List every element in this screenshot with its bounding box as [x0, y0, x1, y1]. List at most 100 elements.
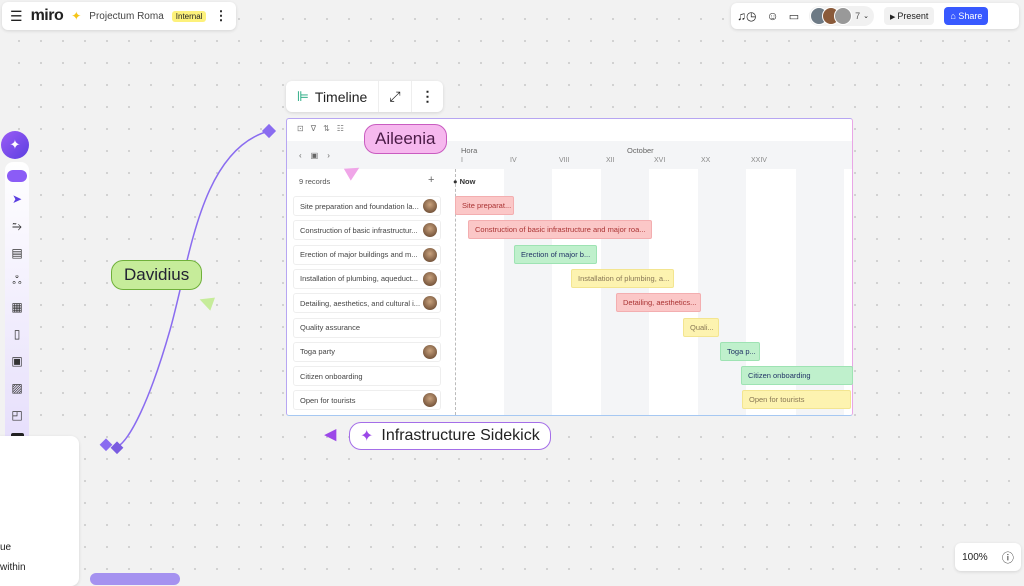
record-row[interactable]: Construction of basic infrastructur...: [293, 220, 441, 241]
column-label: XX: [701, 157, 711, 164]
record-label: Installation of plumbing, aqueduct...: [300, 274, 418, 284]
present-label: Present: [897, 11, 929, 21]
more-icon[interactable]: ⋮: [214, 8, 228, 23]
share-label: Share: [958, 11, 983, 21]
more-icon[interactable]: ⋮: [411, 81, 443, 112]
collab-toolbar: ♫◷ ☺ ▭ 7⌄ ▶ Present ⌂ Share: [731, 3, 1019, 29]
miro-logo[interactable]: miro: [30, 7, 64, 24]
share-button[interactable]: ⌂ Share: [944, 7, 989, 25]
card-icon[interactable]: ▯: [13, 327, 21, 341]
record-label: Citizen onboarding: [300, 371, 363, 381]
present-button[interactable]: ▶ Present: [884, 7, 935, 25]
video-icon[interactable]: ▭: [788, 10, 800, 23]
share-icon: ⌂: [950, 11, 959, 21]
assignee-avatar: [423, 271, 437, 286]
timeline-title: Timeline: [314, 88, 368, 105]
assignee-avatar: [423, 393, 437, 408]
cursor-label-davidius: Davidius: [111, 260, 203, 290]
record-row[interactable]: Installation of plumbing, aqueduct...: [293, 268, 441, 289]
chevron-down-icon: ⌄: [863, 13, 870, 20]
timeline-header: ⊫Timeline ⤢ ⋮: [286, 81, 443, 112]
sidekick-name: Infrastructure Sidekick: [381, 427, 540, 444]
timeline-bar[interactable]: Quali...: [683, 317, 719, 337]
help-icon[interactable]: ⓘ: [1001, 550, 1014, 565]
assignee-avatar: [423, 199, 437, 213]
zoom-control: 100% ⓘ: [955, 543, 1021, 571]
record-label: Erection of major buildings and m...: [300, 250, 418, 260]
now-label: Now: [459, 177, 476, 186]
record-row[interactable]: Erection of major buildings and m...: [293, 244, 441, 265]
side-panel-text: within: [0, 562, 26, 573]
prev-icon[interactable]: ‹: [299, 151, 302, 160]
ai-toggle[interactable]: [7, 170, 27, 182]
sparkle-icon: ✦: [360, 428, 374, 445]
timeline-bar[interactable]: Erection of major b...: [514, 244, 597, 264]
column-label: XVI: [654, 157, 666, 164]
connector-handle: [261, 123, 277, 139]
connector-icon[interactable]: ⥲: [12, 219, 22, 233]
month-label: Hora: [461, 146, 478, 155]
cursor-label-aileenia: Aileenia: [364, 124, 447, 154]
reactions-icon[interactable]: ♫◷: [737, 9, 757, 23]
timeline-bar[interactable]: Installation of plumbing, a...: [571, 268, 674, 288]
expand-icon[interactable]: ⤢: [378, 81, 411, 112]
filter-icon[interactable]: ∇: [310, 124, 317, 133]
record-row[interactable]: Citizen onboarding: [293, 366, 441, 387]
records-count: 9 records: [299, 177, 331, 186]
record-row[interactable]: Detailing, aesthetics, and cultural i...: [293, 293, 441, 314]
record-row[interactable]: Quality assurance: [293, 317, 441, 338]
now-dot-icon: ●: [453, 177, 458, 186]
sticky-note-icon[interactable]: ◰: [11, 408, 23, 422]
timeline-bar[interactable]: Detailing, aesthetics...: [616, 293, 701, 313]
view-icon[interactable]: ⊡: [297, 124, 304, 133]
timeline-bar[interactable]: Toga p...: [720, 341, 760, 361]
internal-badge[interactable]: Internal: [171, 10, 207, 22]
timeline-title-box[interactable]: ⊫Timeline: [286, 81, 378, 112]
sort-icon[interactable]: ⇅: [323, 124, 330, 133]
frame-icon[interactable]: ▣: [11, 354, 23, 368]
column-label: VIII: [559, 157, 570, 164]
board-name[interactable]: Projectum Roma: [89, 10, 164, 22]
column-label: XII: [606, 157, 615, 164]
now-line: [455, 169, 456, 415]
record-row[interactable]: Open for tourists: [293, 390, 441, 411]
record-label: Detailing, aesthetics, and cultural i...: [300, 298, 421, 308]
table-icon[interactable]: ▦: [11, 300, 23, 314]
zoom-level[interactable]: 100%: [962, 551, 988, 563]
select-icon[interactable]: ➤: [11, 192, 23, 206]
assignee-avatar: [423, 296, 437, 311]
record-label: Construction of basic infrastructur...: [300, 225, 418, 235]
group-icon[interactable]: ☷: [336, 124, 344, 133]
avatar: [834, 7, 853, 25]
cursor-label-sidekick: ✦ Infrastructure Sidekick: [349, 422, 551, 450]
month-label: October: [627, 146, 654, 155]
connector-handle: [99, 438, 113, 452]
assignee-avatar: [423, 247, 437, 262]
board-header: ☰ miro ✦ Projectum Roma Internal ⋮: [2, 2, 236, 30]
collaborators[interactable]: 7⌄: [809, 6, 875, 26]
calendar-icon[interactable]: ▣: [310, 151, 319, 160]
board-star-icon: ✦: [71, 9, 82, 23]
side-panel-text: ue: [0, 542, 12, 553]
record-label: Toga party: [300, 347, 336, 357]
doc-icon[interactable]: ▤: [11, 246, 23, 260]
assignee-avatar: [423, 344, 437, 359]
next-icon[interactable]: ›: [327, 151, 330, 160]
timeline-widget: ⊡∇⇅☷ ‹▣› 9 records + Hora October ● Now …: [286, 118, 853, 416]
timeline-bar[interactable]: Citizen onboarding: [741, 366, 853, 386]
add-record-icon[interactable]: +: [428, 174, 435, 186]
record-row[interactable]: Site preparation and foundation la...: [293, 196, 441, 216]
record-row[interactable]: Toga party: [293, 341, 441, 362]
timeline-bar[interactable]: Site preparat...: [455, 196, 514, 215]
image-icon[interactable]: ▨: [11, 381, 23, 395]
diagram-icon[interactable]: ஃ: [12, 273, 22, 287]
record-label: Site preparation and foundation la...: [300, 201, 419, 211]
collaborator-count: 7: [855, 11, 861, 21]
timeline-bar[interactable]: Open for tourists: [742, 390, 851, 410]
ai-button[interactable]: ✦: [1, 131, 29, 159]
assignee-avatar: [423, 223, 437, 238]
menu-icon[interactable]: ☰: [10, 7, 23, 24]
comments-icon[interactable]: ☺: [766, 9, 779, 23]
timeline-bar[interactable]: Construction of basic infrastructure and…: [468, 220, 652, 240]
